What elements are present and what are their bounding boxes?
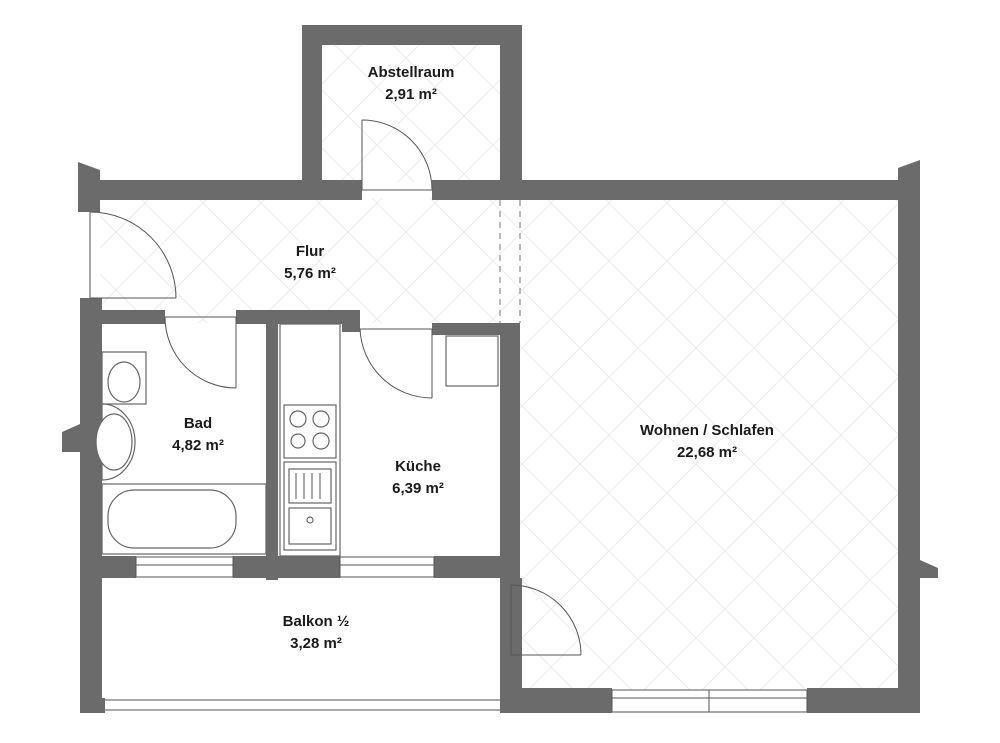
room-area: 2,91 m² [385, 86, 437, 103]
room-area: 4,82 m² [172, 437, 224, 454]
room-label-flur: Flur 5,76 m² [210, 241, 410, 285]
room-label-balkon: Balkon ½ 3,28 m² [216, 611, 416, 655]
room-name: Balkon ½ [282, 613, 350, 630]
room-name: Abstellraum [367, 64, 455, 81]
room-label-abstellraum: Abstellraum 2,91 m² [311, 62, 511, 106]
room-opening [499, 200, 521, 323]
room-area: 3,28 m² [290, 635, 342, 652]
room-area: 22,68 m² [676, 444, 738, 461]
doors [89, 119, 582, 656]
windows [105, 556, 808, 713]
room-label-kueche: Küche 6,39 m² [318, 456, 518, 500]
walls [62, 25, 938, 713]
floor-hatch [100, 42, 920, 690]
room-area: 6,39 m² [392, 480, 444, 497]
kitchen-fixtures [279, 323, 499, 557]
bathroom-fixtures [95, 351, 267, 555]
room-name: Bad [183, 415, 213, 432]
room-label-bad: Bad 4,82 m² [98, 413, 298, 457]
room-name: Flur [295, 243, 325, 260]
room-area: 5,76 m² [284, 265, 336, 282]
room-name: Wohnen / Schlafen [640, 422, 774, 439]
room-label-wohnen: Wohnen / Schlafen 22,68 m² [607, 420, 807, 464]
room-name: Küche [395, 458, 441, 475]
